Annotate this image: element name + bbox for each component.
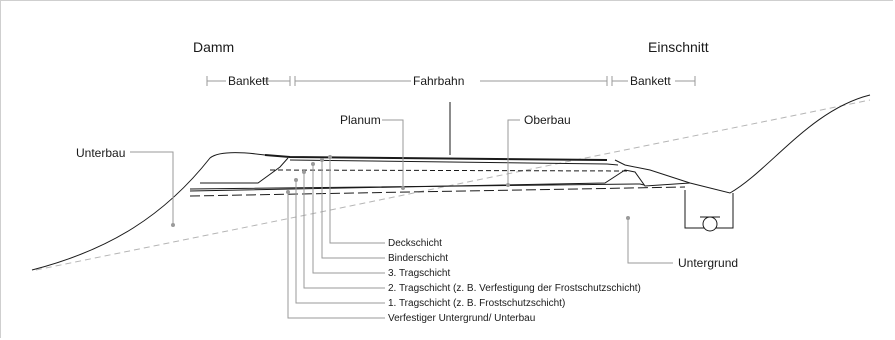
dimension-bankett-right: Bankett: [630, 74, 671, 88]
label-planum: Planum: [340, 113, 381, 127]
embankment-slope: [31, 152, 266, 271]
marker-oberbau: [506, 183, 510, 187]
leader-tragschicht-1: [295, 180, 385, 304]
marker-tragschicht-3: [311, 162, 315, 166]
left-shoulder: [200, 157, 289, 184]
layer-label-tragschicht-2: 2. Tragschicht (z. B. Verfestigung der F…: [388, 283, 641, 294]
label-untergrund: Untergrund: [678, 256, 738, 270]
marker-tragschicht-1: [294, 178, 298, 182]
road-surface: [264, 154, 608, 161]
marker-deckschicht: [328, 155, 332, 159]
layer-line-3: [189, 183, 645, 190]
leader-planum: [382, 119, 404, 188]
leader-binderschicht: [321, 160, 385, 259]
dimension-fahrbahn: Fahrbahn: [413, 74, 464, 88]
marker-planum: [401, 186, 405, 190]
layer-label-deckschicht: Deckschicht: [388, 238, 442, 249]
leader-verfestiger-untergrund: [287, 192, 385, 319]
dimension-line: [206, 76, 696, 86]
marker-tragschicht-2: [302, 170, 306, 174]
leader-deckschicht: [329, 157, 385, 244]
layer-label-tragschicht-3: 3. Tragschicht: [388, 268, 450, 279]
leader-oberbau: [507, 119, 520, 185]
subgrade-line: [189, 169, 691, 192]
layer-line-2: [269, 169, 631, 172]
original-ground-line: [35, 99, 871, 271]
layer-line-1: [289, 159, 619, 166]
layer-line-4: [189, 186, 686, 197]
heading-damm: Damm: [193, 39, 234, 55]
leader-tragschicht-2: [303, 172, 385, 289]
leader-tragschicht-3: [312, 164, 385, 274]
marker-untergrund: [626, 216, 630, 220]
label-oberbau: Oberbau: [524, 113, 571, 127]
cut-slope: [614, 94, 871, 194]
marker-binderschicht: [320, 158, 324, 162]
label-unterbau: Unterbau: [76, 146, 125, 160]
drain-pipe-icon: [702, 216, 718, 232]
dimension-bankett-left: Bankett: [228, 74, 269, 88]
layer-label-verfestiger-untergrund: Verfestiger Untergrund/ Unterbau: [388, 313, 535, 324]
layer-label-binderschicht: Binderschicht: [388, 253, 448, 264]
marker-verfestiger-untergrund: [286, 190, 290, 194]
layer-label-tragschicht-1: 1. Tragschicht (z. B. Frostschutzschicht…: [388, 298, 565, 309]
marker-unterbau: [171, 223, 175, 227]
leader-untergrund: [627, 218, 673, 264]
heading-einschnitt: Einschnitt: [648, 39, 709, 55]
leader-unterbau: [130, 151, 174, 225]
